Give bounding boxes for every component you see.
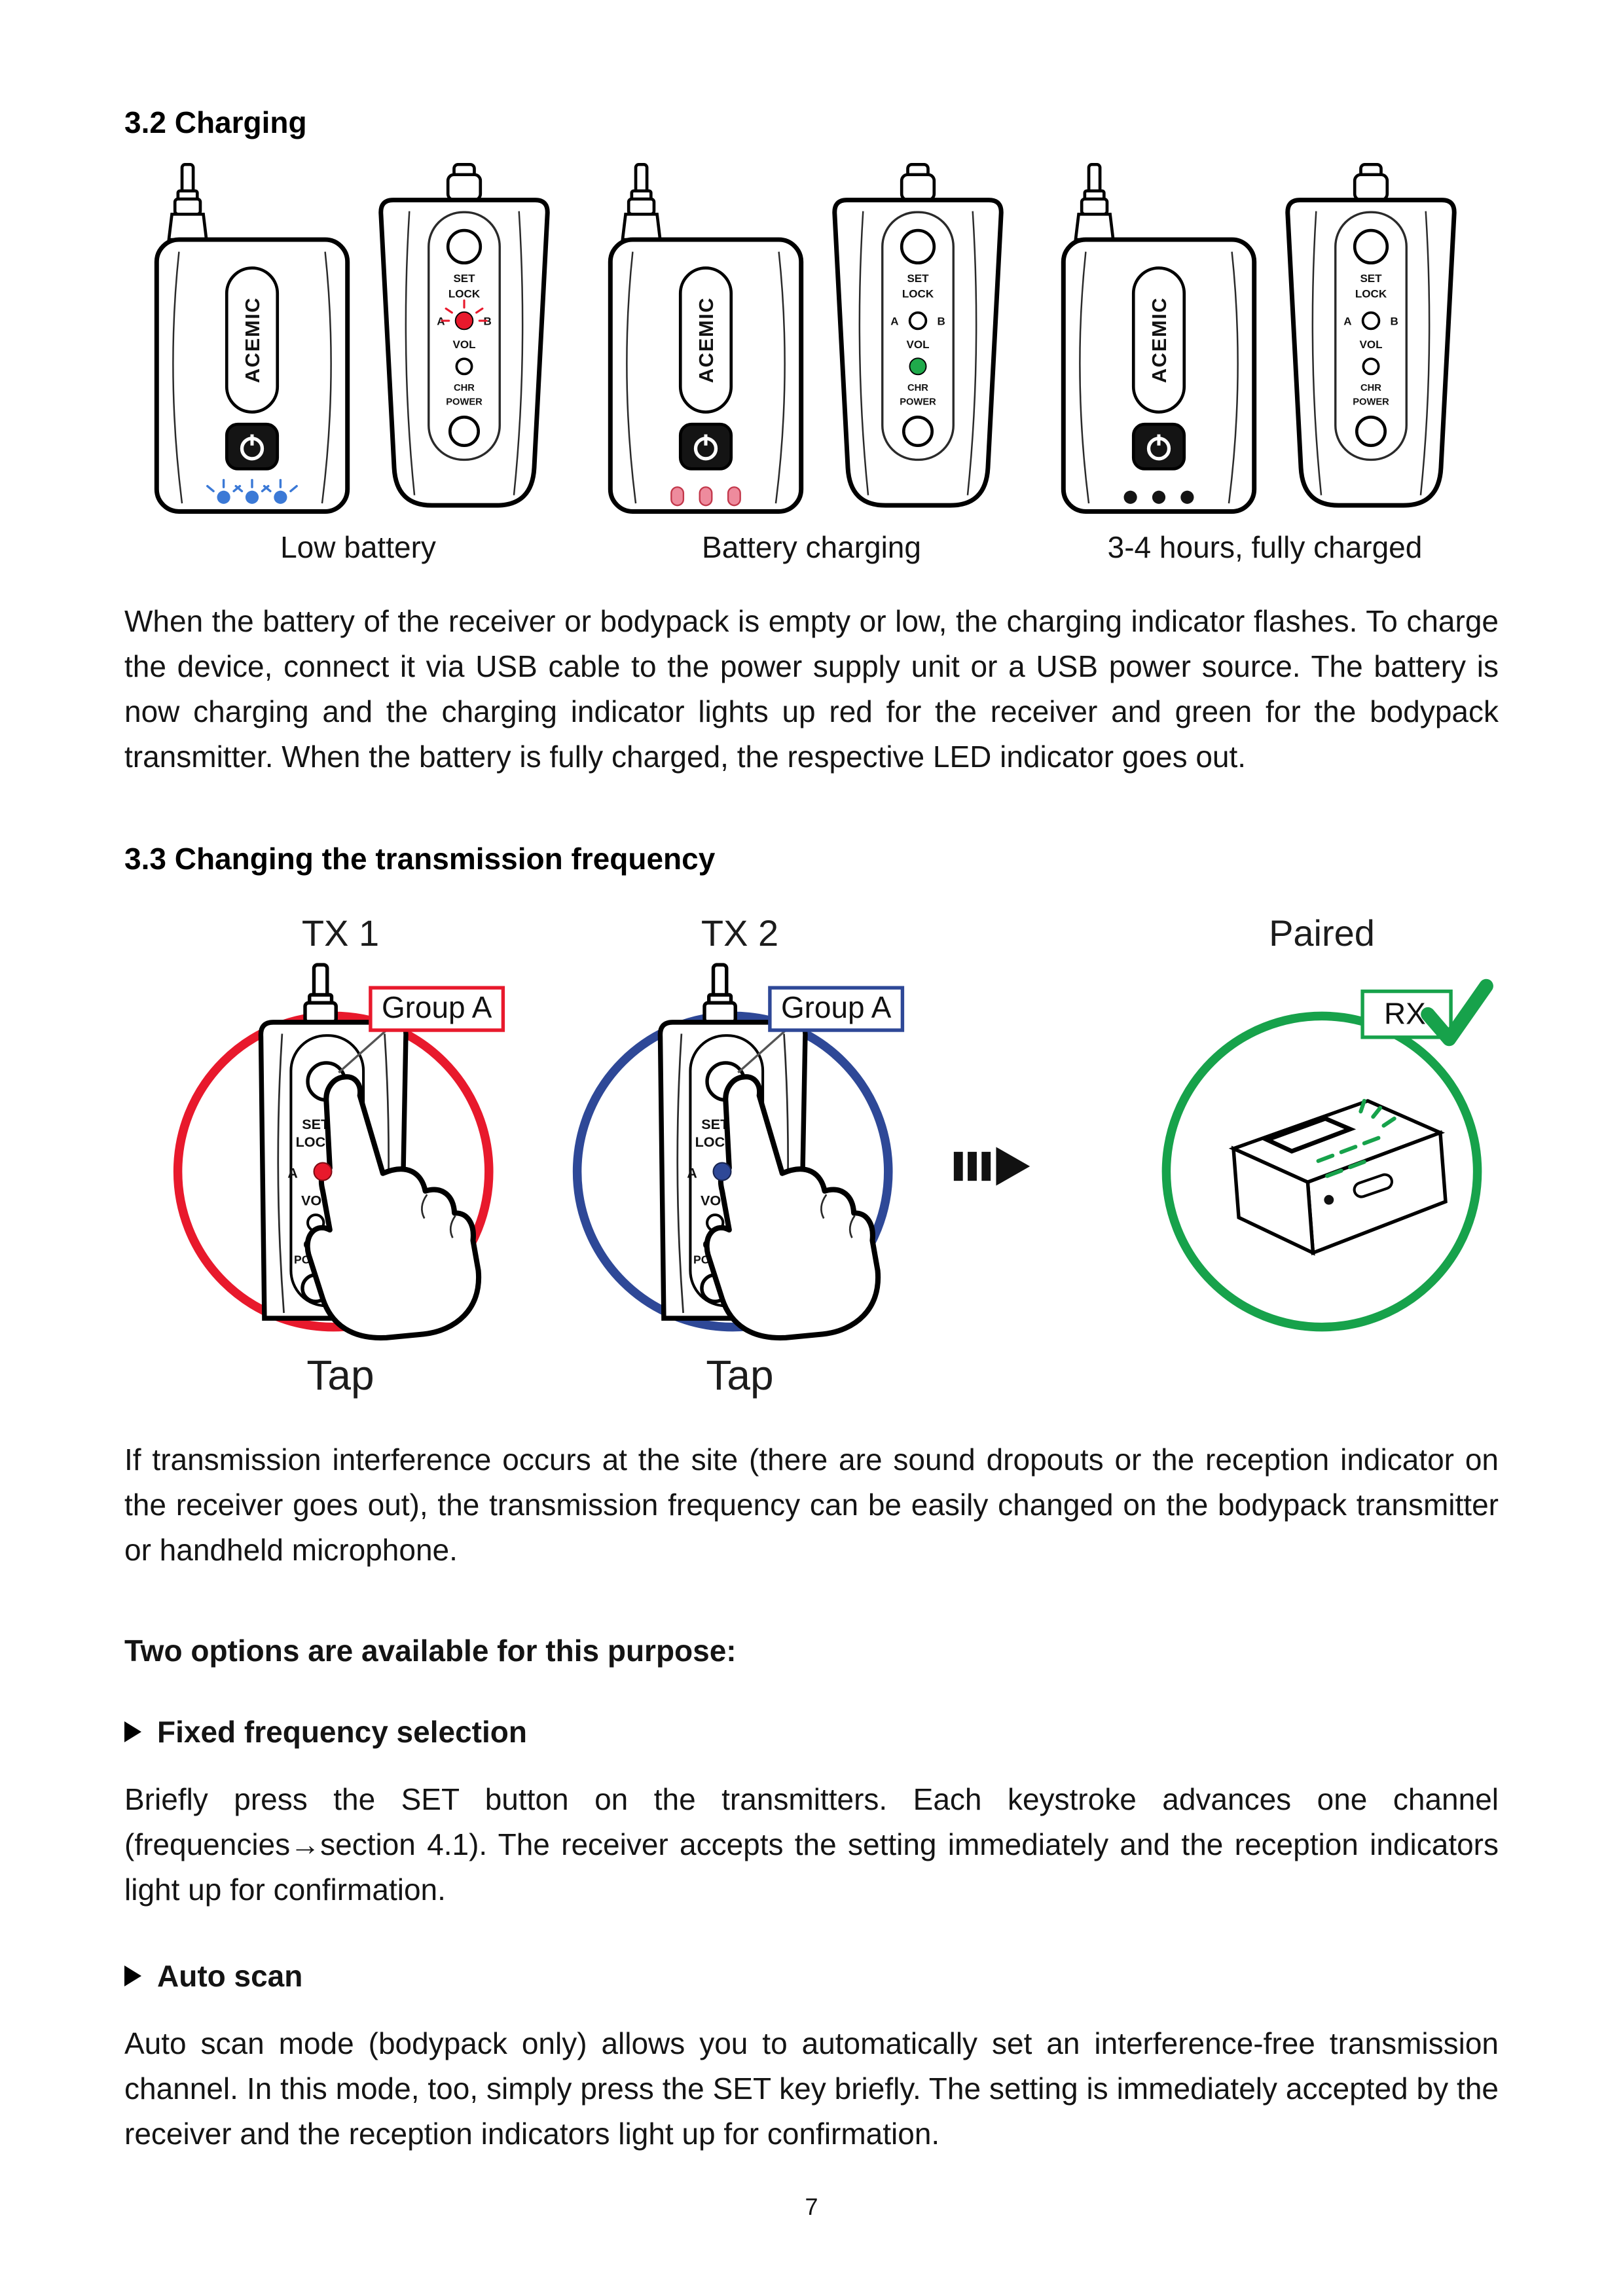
triangle-bullet-icon bbox=[124, 1721, 141, 1742]
frequency-paragraph: If transmission interference occurs at t… bbox=[124, 1443, 1499, 1567]
bodypack-illustration bbox=[604, 162, 807, 518]
charging-leds-off bbox=[1123, 490, 1194, 504]
charging-paragraph: When the battery of the receiver or body… bbox=[124, 604, 1499, 774]
tx1-block: TX 1 Group A Tap bbox=[164, 912, 517, 1399]
auto-scan-title: Auto scan bbox=[157, 1959, 303, 1993]
pairing-leds-green bbox=[1316, 1098, 1396, 1178]
tx2-block: TX 2 Group A Tap bbox=[563, 912, 917, 1399]
bodypack-illustration bbox=[151, 162, 354, 518]
charge-indicator-green bbox=[909, 359, 926, 374]
display-screen bbox=[1261, 1116, 1357, 1154]
group-a-label: Group A bbox=[382, 990, 492, 1024]
bodypack-illustration bbox=[1057, 162, 1260, 518]
options-heading: Two options are available for this purpo… bbox=[124, 1634, 737, 1668]
tx1-label: TX 1 bbox=[301, 912, 380, 954]
fixed-frequency-title: Fixed frequency selection bbox=[157, 1715, 527, 1749]
section-heading-frequency: 3.3 Changing the transmission frequency bbox=[124, 842, 716, 876]
device-pair-charging bbox=[604, 162, 1019, 518]
section-heading-charging: 3.2 Charging bbox=[124, 105, 307, 139]
charge-indicator-flashing-red bbox=[441, 299, 488, 329]
tap-label: Tap bbox=[706, 1352, 774, 1399]
group-a-callout: Group A bbox=[768, 986, 905, 1032]
bullet-auto-scan: Auto scan bbox=[124, 1958, 1499, 1994]
tx1-illustration: Group A bbox=[173, 960, 505, 1348]
charging-leds-red bbox=[670, 486, 741, 507]
figure-captions: Low battery Battery charging 3-4 hours, … bbox=[124, 518, 1499, 565]
group-a-label: Group A bbox=[781, 990, 892, 1024]
caption-battery-charging: Battery charging bbox=[702, 530, 921, 564]
paired-block: Paired bbox=[1145, 912, 1499, 1348]
fixed-frequency-paragraph: Briefly press the SET button on the tran… bbox=[124, 1782, 1499, 1907]
device-pair-fully-charged bbox=[1057, 162, 1472, 518]
caption-low-battery: Low battery bbox=[280, 530, 436, 564]
triangle-bullet-icon bbox=[124, 1965, 141, 1986]
arrow-icon bbox=[953, 1147, 1030, 1186]
charging-figure bbox=[124, 140, 1499, 518]
check-icon bbox=[1421, 978, 1493, 1047]
tap-label: Tap bbox=[306, 1352, 374, 1399]
tx2-label: TX 2 bbox=[701, 912, 779, 954]
charging-leds-flashing-blue bbox=[206, 478, 298, 504]
rx-label: RX bbox=[1384, 997, 1426, 1031]
receiver-illustration bbox=[363, 162, 566, 518]
paired-label: Paired bbox=[1269, 912, 1375, 954]
channel-led-red bbox=[313, 1162, 333, 1181]
bullet-fixed-frequency: Fixed frequency selection bbox=[124, 1714, 1499, 1749]
paired-circle bbox=[1161, 1011, 1482, 1332]
group-a-callout: Group A bbox=[369, 986, 505, 1032]
paired-receiver-3d bbox=[1228, 1098, 1448, 1256]
auto-scan-paragraph: Auto scan mode (bodypack only) allows yo… bbox=[124, 2026, 1499, 2151]
device-pair-low-battery bbox=[151, 162, 566, 518]
receiver-illustration bbox=[1269, 162, 1472, 518]
frequency-figure: TX 1 Group A Tap TX 2 bbox=[124, 912, 1499, 1399]
tx2-illustration: Group A bbox=[572, 960, 905, 1348]
page-number: 7 bbox=[805, 2193, 818, 2220]
usb-port bbox=[1324, 1173, 1393, 1205]
paired-illustration: RX bbox=[1161, 978, 1493, 1332]
receiver-illustration bbox=[816, 162, 1019, 518]
channel-led-blue bbox=[712, 1162, 732, 1181]
caption-fully-charged: 3-4 hours, fully charged bbox=[1107, 530, 1423, 564]
rx-callout: RX bbox=[1360, 978, 1493, 1047]
